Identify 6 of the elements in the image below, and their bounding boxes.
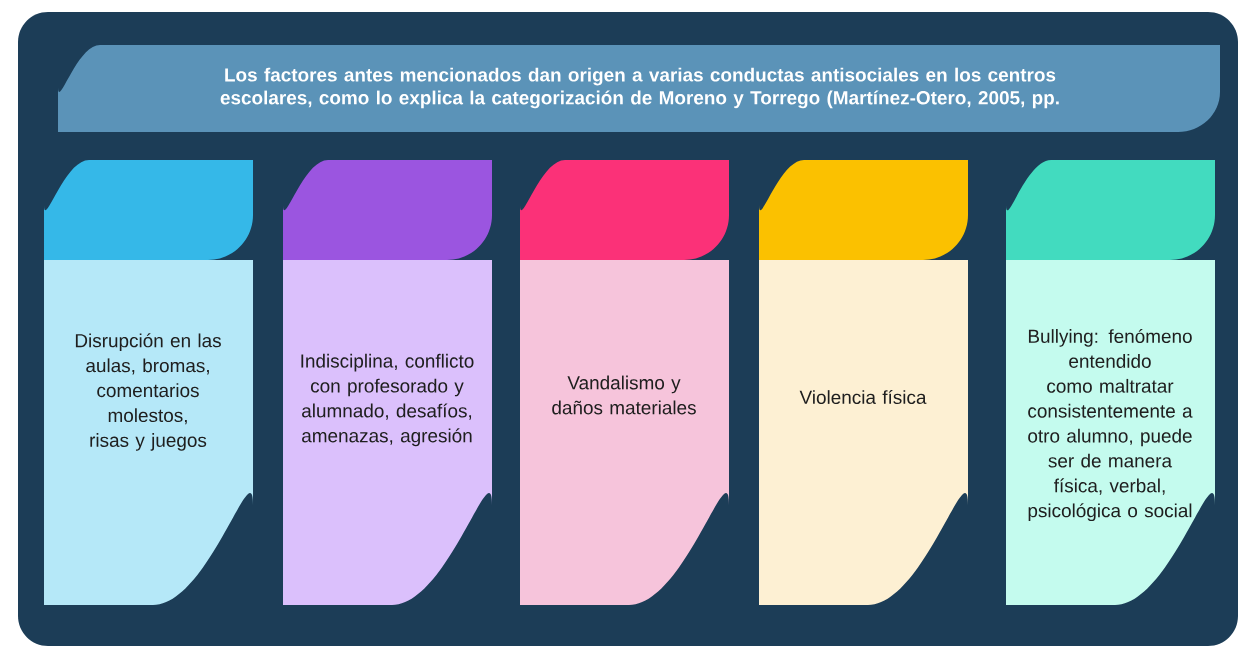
title-banner: Los factores antes mencionados dan origen a varias conductas antisociales en los centros escolares, como lo explica la categorización de Moreno y Torrego (Martínez-Otero, 2005, pp. bbox=[58, 45, 1220, 132]
category-card: Vandalismo y daños materiales bbox=[520, 160, 729, 605]
category-card: Violencia física bbox=[759, 160, 968, 605]
category-card: Disrupción en las aulas, bromas, comentarios molestos, risas y juegos bbox=[44, 160, 253, 605]
category-card: Bullying: fenómeno entendido como maltratar consistentemente a otro alumno, puede ser de manera física, verbal, psicológica o social bbox=[1006, 160, 1215, 605]
category-card: Indisciplina, conflicto con profesorado y alumnado, desafíos, amenazas, agresión bbox=[283, 160, 492, 605]
